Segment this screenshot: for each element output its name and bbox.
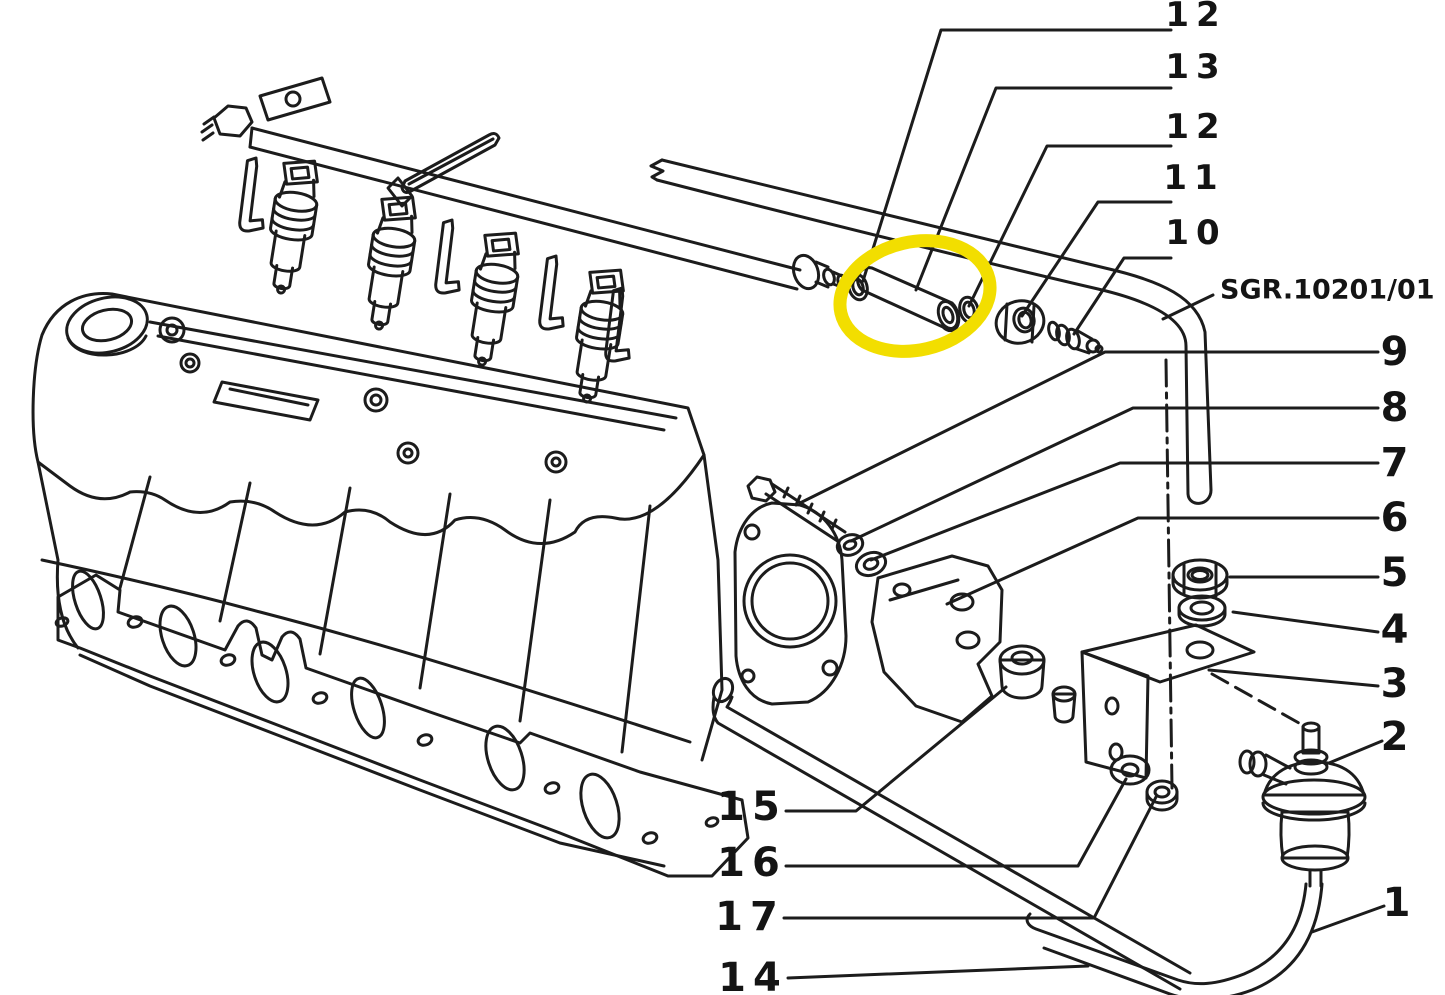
fuel-hose (1025, 882, 1324, 995)
union-nut (994, 299, 1046, 345)
callout-12-mid: 12 (1165, 107, 1227, 147)
callout-12-top: 12 (1165, 0, 1227, 35)
callout-6: 6 (1380, 495, 1416, 541)
callout-14: 14 (718, 955, 788, 995)
callout-3: 3 (1380, 661, 1416, 707)
regulator-inlet-fitting (1238, 749, 1292, 786)
rail-end-disc (791, 253, 848, 291)
intake-manifold (54, 569, 750, 878)
injector-clip-3 (535, 253, 576, 334)
washer-8 (835, 533, 865, 557)
washer-4 (1177, 594, 1227, 628)
callout-9: 9 (1380, 329, 1416, 375)
injector-2 (357, 190, 423, 334)
bleed-fitting (1047, 320, 1104, 355)
figure-reference: SGR.10201/01 (1220, 274, 1435, 306)
cylinder-head (36, 453, 724, 762)
leader-lines (782, 28, 1386, 980)
callout-5: 5 (1380, 550, 1416, 596)
highlight-marker (833, 234, 997, 358)
callout-11: 11 (1163, 158, 1225, 198)
callout-2: 2 (1380, 714, 1416, 760)
injector-1 (259, 154, 325, 298)
rail-handle (386, 132, 501, 208)
bolt (746, 475, 847, 544)
injector-3 (460, 226, 526, 370)
dashed-line (1210, 672, 1308, 729)
callout-1: 1 (1382, 880, 1418, 926)
callout-8: 8 (1380, 385, 1416, 431)
fuel-rail (200, 76, 848, 291)
callout-13: 13 (1165, 47, 1227, 87)
support-bracket (870, 554, 1004, 724)
rail-end-plug (200, 104, 254, 142)
washer-7 (854, 550, 888, 578)
spacer-pin (1051, 685, 1077, 724)
valve-cover (31, 292, 706, 545)
pressure-regulator (1238, 721, 1367, 888)
callout-10: 10 (1165, 213, 1227, 253)
callout-16: 16 (717, 840, 787, 886)
rail-tab (258, 76, 332, 122)
oil-filler-cap (65, 295, 149, 357)
gasket-plate (733, 501, 848, 706)
vent-hose-sgr (649, 158, 1213, 505)
injector-clip-1 (235, 155, 276, 236)
injector-clip-2 (431, 217, 472, 298)
nut-17 (1145, 779, 1179, 812)
washer-16 (1109, 754, 1151, 786)
l-bracket (1080, 623, 1256, 780)
bushing (998, 644, 1046, 700)
callout-15: 15 (717, 784, 787, 830)
fuel-return-pipe (711, 676, 1192, 991)
center-line (1164, 358, 1174, 790)
callout-4: 4 (1380, 607, 1416, 653)
nut-5 (1171, 558, 1229, 600)
connector-tube (856, 266, 961, 333)
callout-17: 17 (715, 894, 785, 940)
callout-7: 7 (1380, 440, 1416, 486)
